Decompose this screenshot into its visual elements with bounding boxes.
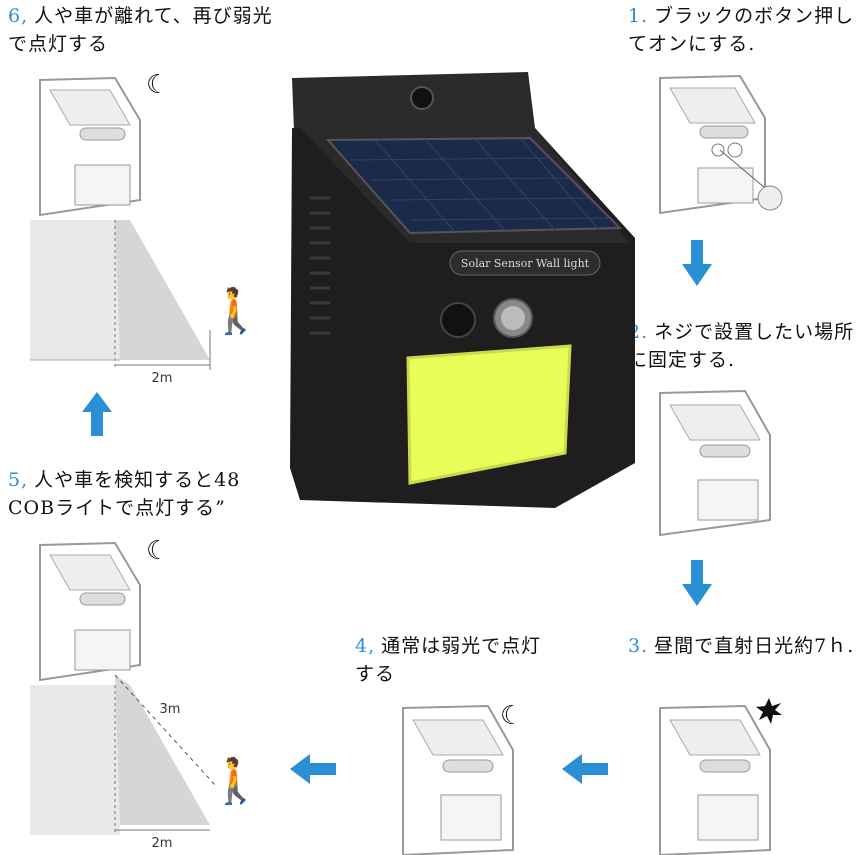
person-icon: 🚶 — [208, 756, 263, 807]
step-6-text: 6,人や車が離れて、再び弱光で点灯する — [8, 5, 273, 55]
moon-icon: ☾ — [146, 536, 170, 566]
step-2-device — [659, 389, 771, 537]
arrow-icon — [290, 754, 336, 784]
person-icon: 🚶 — [208, 286, 263, 337]
step-6-scene: 2m — [30, 76, 211, 386]
step-5-text: 5,人や車を検知すると48 COBライトで点灯する” — [8, 469, 241, 519]
step-2-text: 2.ネジで設置したい場所に固定する. — [628, 321, 855, 371]
step-number: 5, — [8, 469, 29, 491]
power-button[interactable] — [440, 302, 476, 338]
step-1-text: 1.ブラックのボタン押してオンにする. — [628, 5, 855, 55]
step-1-device — [659, 74, 783, 215]
moon-icon: ☾ — [500, 701, 524, 731]
arrow-icon — [682, 240, 712, 286]
step-3-device — [659, 704, 771, 855]
distance-label: 3m — [160, 702, 181, 717]
step-number: 4, — [355, 635, 376, 657]
solar-wall-light-product: Solar Sensor Wall light — [290, 72, 635, 508]
arrow-icon — [682, 560, 712, 606]
moon-icon: ☾ — [146, 70, 170, 100]
step-4-text: 4,通常は弱光で点灯する — [355, 635, 542, 685]
step-4-device — [402, 704, 514, 855]
cob-led-panel — [406, 344, 572, 485]
distance-label: 2m — [152, 836, 173, 851]
sun-icon — [756, 698, 782, 724]
step-5-scene: 3m 2m — [30, 541, 216, 851]
step-number: 6, — [8, 5, 29, 27]
step-3-text: 3.昼間で直射日光約7ｈ. — [628, 635, 855, 657]
product-label: Solar Sensor Wall light — [461, 257, 590, 270]
step-number: 3. — [628, 635, 649, 657]
step-number: 1. — [628, 5, 649, 27]
arrow-icon — [562, 754, 608, 784]
arrow-icon — [82, 392, 112, 436]
distance-label: 2m — [152, 371, 173, 386]
